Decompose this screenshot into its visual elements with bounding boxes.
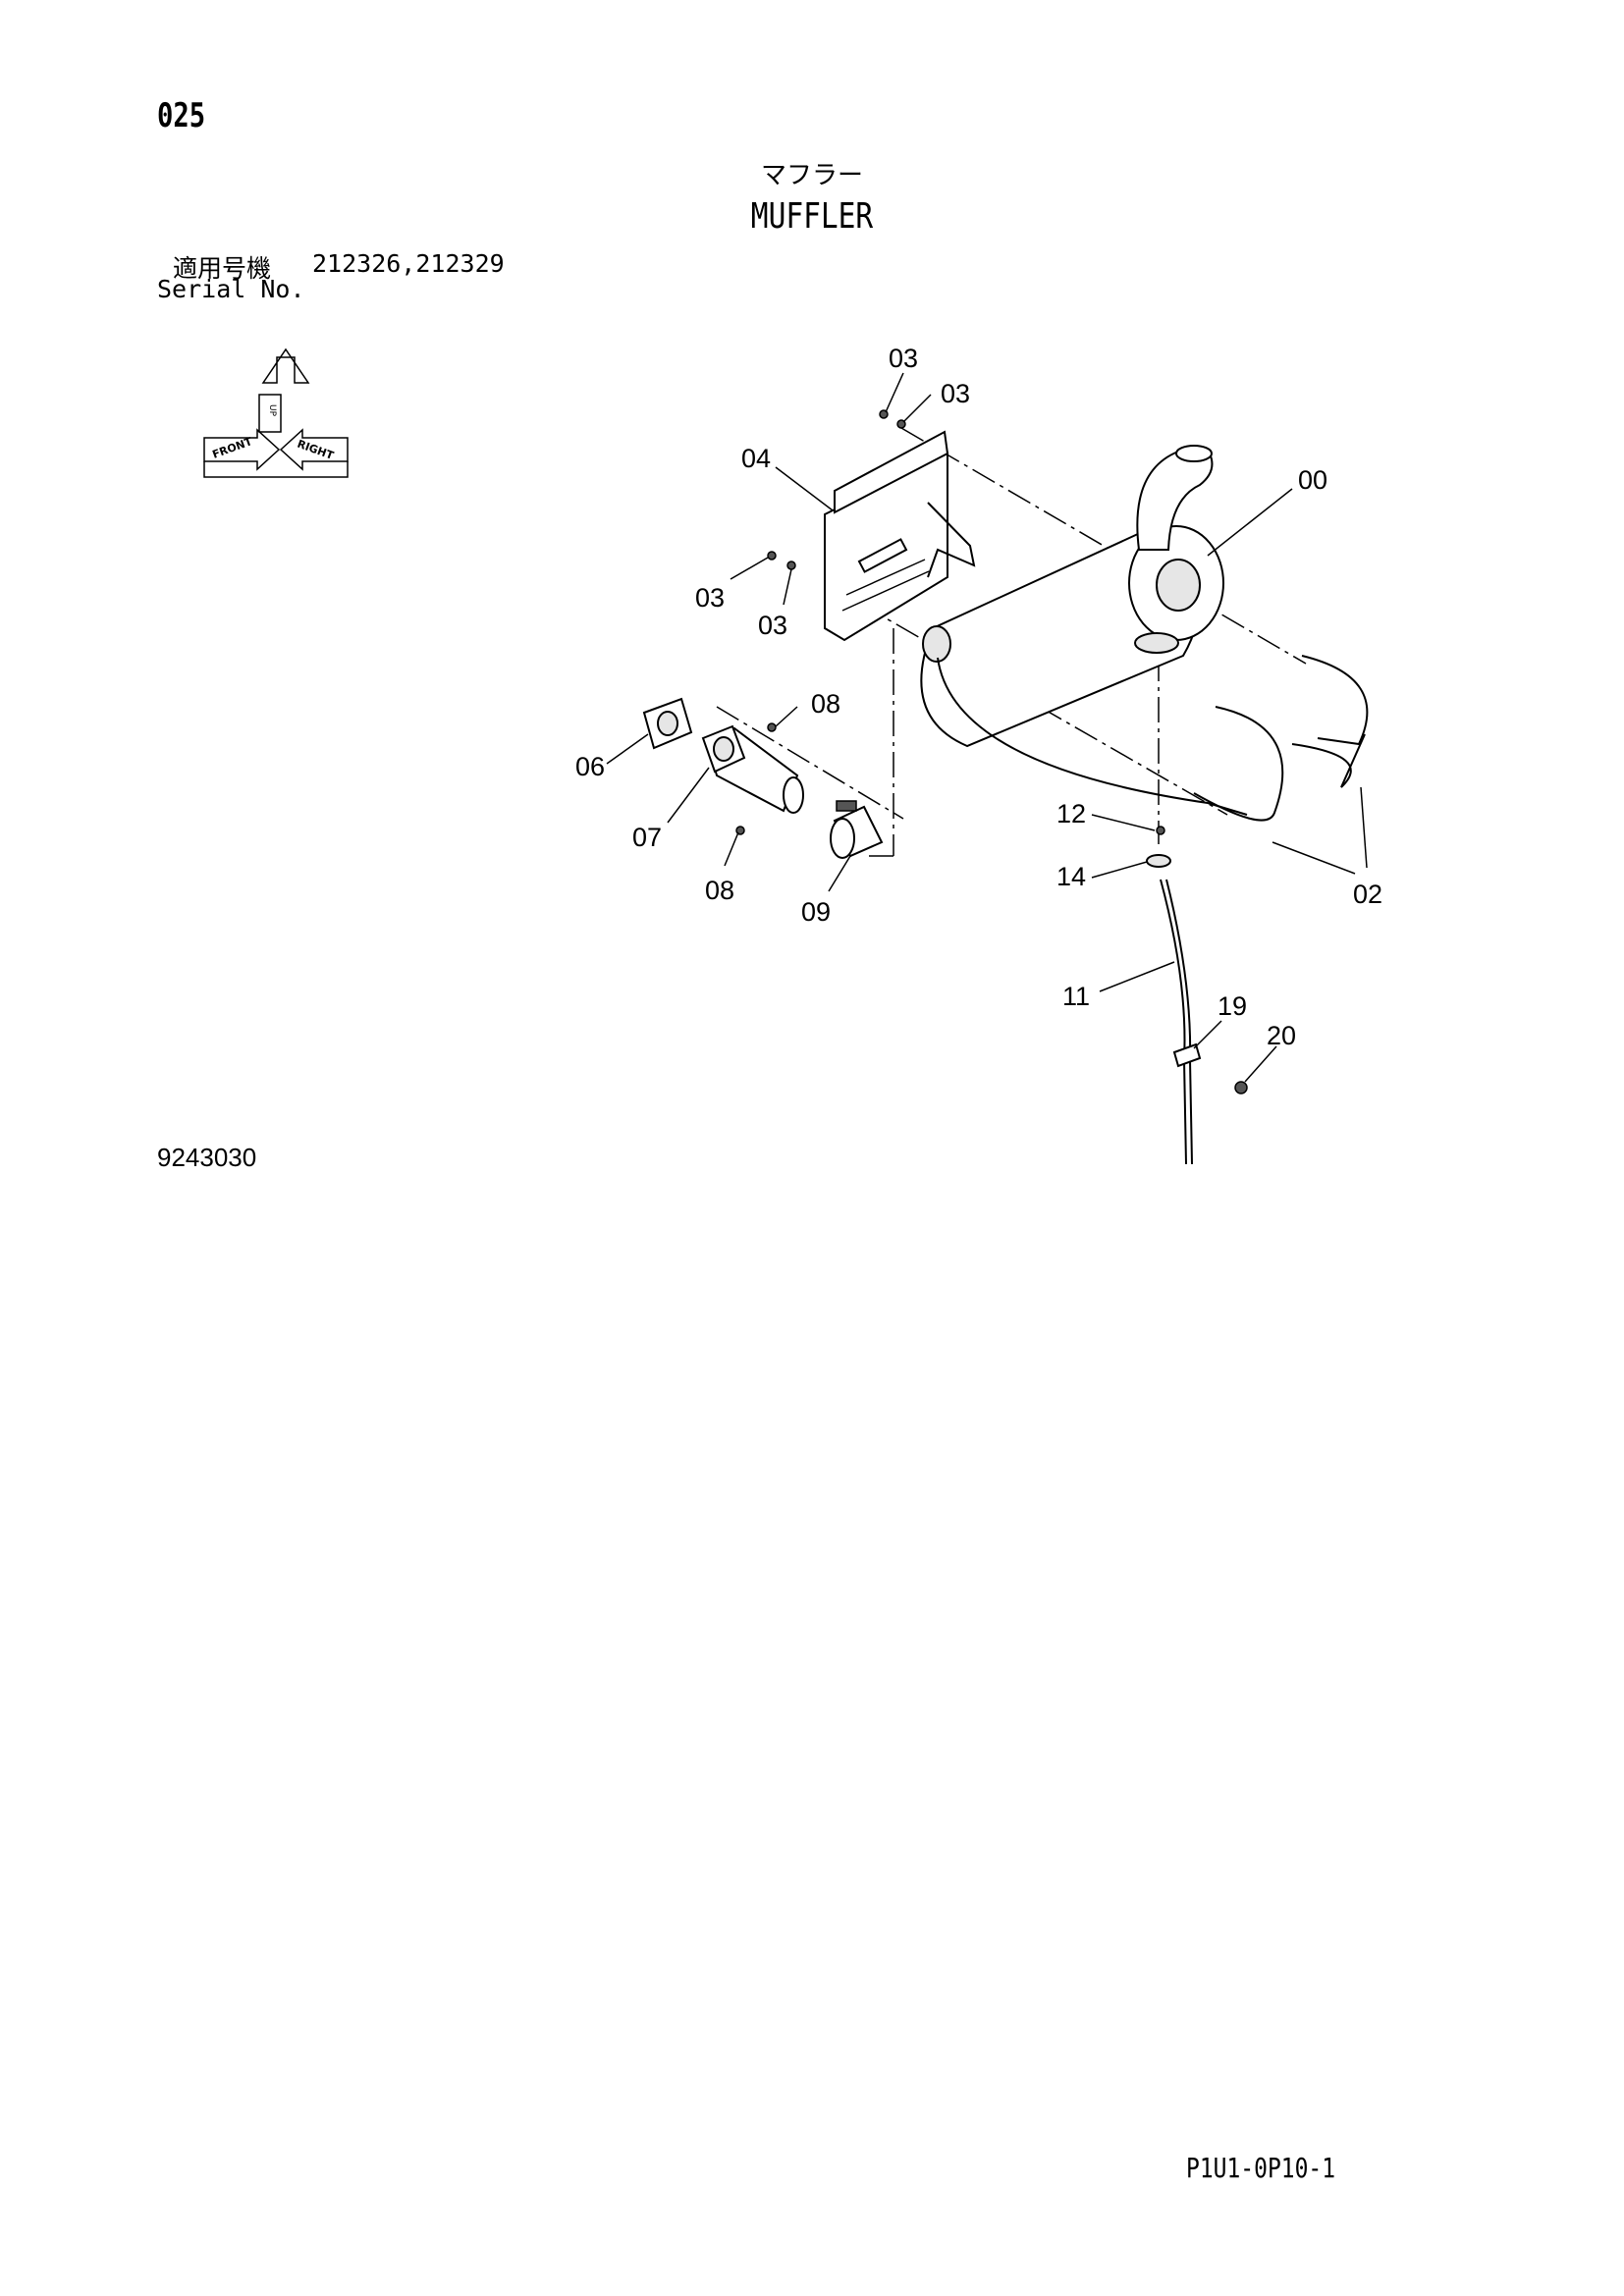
callout-20: 20: [1267, 1021, 1296, 1050]
title-japanese: マフラー: [760, 161, 863, 190]
right-arrow-label: RIGHT: [296, 438, 336, 462]
drain-pipe-parts: [1146, 826, 1248, 1165]
callout-08: 08: [811, 689, 840, 719]
callout-02: 02: [1353, 880, 1382, 909]
serial-values: 212326,212329: [312, 249, 505, 278]
title-english: MUFFLER: [750, 196, 874, 237]
callout-09: 09: [801, 897, 831, 927]
callout-12: 12: [1056, 799, 1086, 828]
drawing-number: 9243030: [157, 1143, 257, 1172]
heat-shield-bracket: [824, 430, 976, 642]
up-arrow-label: UP: [267, 404, 277, 417]
callout-03: 03: [758, 611, 787, 640]
leader-lines: [606, 372, 1368, 1083]
page-code: P1U1-0P10-1: [1186, 2152, 1336, 2184]
serial-label-english: Serial No.: [157, 275, 305, 303]
callout-00: 00: [1298, 465, 1327, 495]
right-arrow-icon: [279, 428, 349, 471]
muffler-bands: [937, 655, 1369, 822]
assembly-centerlines: [716, 427, 1307, 857]
gasket: [642, 697, 693, 750]
callout-08: 08: [705, 876, 734, 905]
callouts: 03 03 00 04 03 03 08 06 07 08 09 12 14 0…: [575, 344, 1382, 1050]
callout-19: 19: [1218, 991, 1247, 1021]
orientation-indicator: UP FRONT RIGHT: [203, 347, 349, 478]
callout-07: 07: [632, 823, 662, 852]
callout-06: 06: [575, 752, 605, 781]
callout-03: 03: [889, 344, 918, 373]
callout-11: 11: [1062, 982, 1090, 1011]
page-number: 025: [157, 96, 206, 135]
up-arrow-icon: [261, 347, 310, 384]
serial-label-japanese: 適用号機: [173, 254, 272, 283]
pipe-clamp: [830, 800, 884, 859]
callout-04: 04: [741, 444, 771, 473]
muffler-assembly: [920, 445, 1224, 748]
up-arrow-shaft: [258, 394, 282, 433]
callout-03: 03: [695, 583, 725, 613]
front-arrow-icon: [203, 428, 281, 471]
front-arrow-label: FRONT: [211, 435, 254, 461]
orientation-base: [203, 461, 349, 478]
callout-03: 03: [941, 379, 970, 408]
callout-14: 14: [1056, 862, 1086, 891]
exhaust-pipe: [701, 724, 804, 814]
